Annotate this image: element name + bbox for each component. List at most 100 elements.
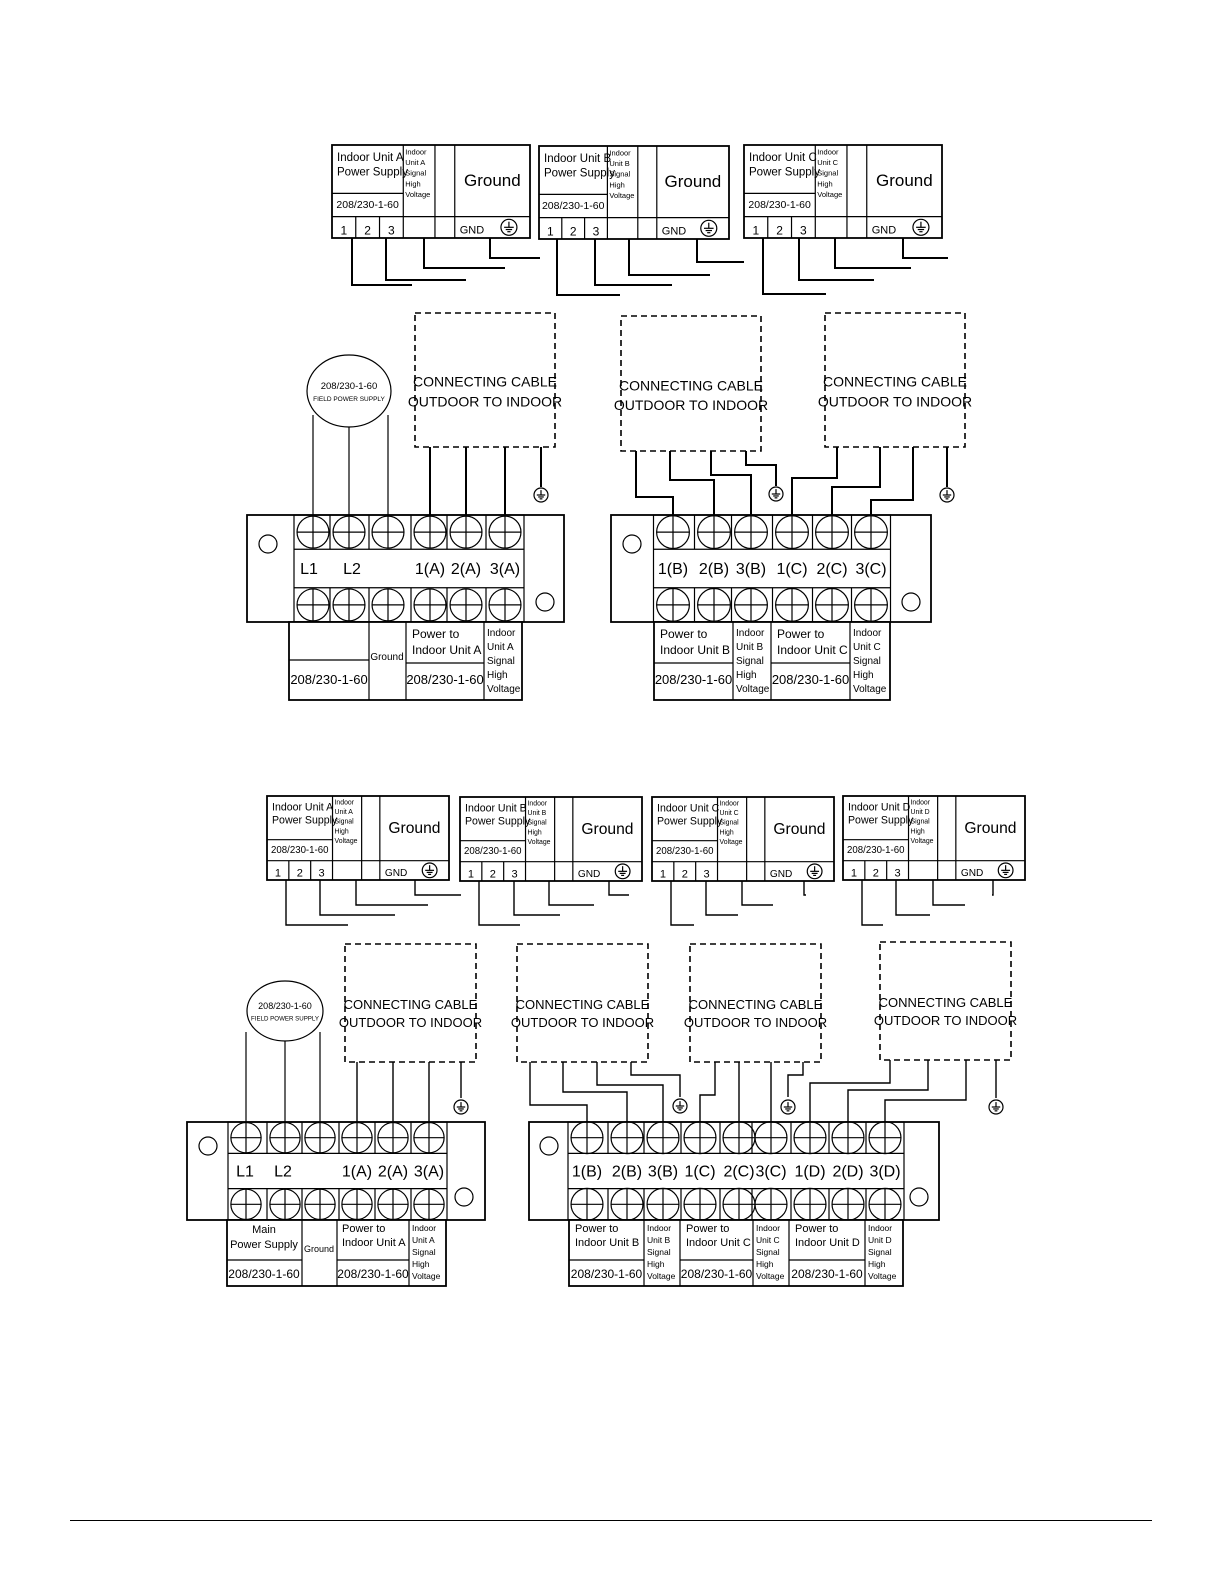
terminal-label: 3(B) — [736, 561, 766, 578]
signal-label: Voltage — [853, 684, 887, 695]
wire — [705, 881, 738, 916]
ground-icon — [939, 487, 955, 503]
mounting-hole-icon — [539, 1136, 559, 1156]
signal-label: High — [412, 1259, 430, 1269]
terminal-label: 3(C) — [855, 561, 886, 578]
wire — [870, 447, 914, 516]
terminal-label: 2(A) — [451, 561, 481, 578]
signal-label: Signal — [609, 170, 630, 179]
terminal-screw-icon — [775, 587, 809, 622]
terminal-screw-icon — [341, 1188, 373, 1221]
signal-label: Unit B — [528, 810, 547, 817]
signal-label: Signal — [487, 656, 515, 667]
wire — [741, 881, 773, 906]
wire — [699, 1062, 716, 1122]
ground-icon-ring — [700, 219, 718, 237]
wire — [669, 451, 715, 516]
terminal-screw-icon — [793, 1187, 827, 1221]
ground-icon — [421, 862, 438, 879]
wire — [710, 451, 752, 516]
signal-label: Signal — [405, 169, 426, 178]
signal-label: High — [853, 670, 874, 681]
signal-label: Voltage — [609, 191, 634, 200]
gnd-label: GND — [770, 869, 792, 880]
terminal-label: 3(A) — [490, 561, 520, 578]
connecting-cable-outline — [516, 943, 649, 1063]
connecting-cable-label: CONNECTING CABLE — [689, 997, 823, 1012]
ground-label: Ground — [464, 171, 521, 190]
signal-label: Indoor — [647, 1223, 671, 1233]
connecting-cable-outline — [879, 941, 1012, 1061]
signal-label: High — [736, 670, 757, 681]
power-supply-label: Indoor Unit C — [749, 152, 817, 164]
wire — [861, 880, 883, 926]
wire — [489, 238, 540, 259]
wire — [809, 1060, 891, 1122]
signal-label: Unit B — [647, 1235, 670, 1245]
terminal-screw-icon — [831, 1187, 865, 1221]
field-power-supply-oval — [246, 980, 324, 1042]
signal-label: Unit A — [412, 1235, 435, 1245]
rating-label: 208/230-1-60 — [681, 1267, 753, 1281]
wire — [803, 881, 806, 896]
terminal-screw-icon — [296, 588, 330, 622]
power-label: Power to — [342, 1223, 385, 1235]
terminal-number: 1 — [275, 868, 281, 880]
mounting-hole-icon — [901, 592, 921, 612]
ground-icon-ring — [500, 218, 518, 236]
rating-label: 208/230-1-60 — [772, 672, 849, 687]
signal-label: Indoor — [412, 1223, 436, 1233]
signal-label: Unit C — [853, 642, 881, 653]
terminal-number: 3 — [388, 223, 395, 237]
rating-label: 208/230-1-60 — [542, 200, 605, 212]
legend-frame — [568, 1219, 904, 1287]
terminal-screw-icon — [610, 1187, 644, 1221]
power-label: Indoor Unit C — [777, 643, 848, 657]
signal-label: Unit D — [911, 809, 930, 816]
terminal-screw-icon — [722, 1121, 756, 1155]
terminal-screw-icon — [570, 1121, 604, 1155]
terminal-screw-icon — [413, 588, 447, 622]
connecting-cable-box: CONNECTING CABLE OUTDOOR TO INDOOR — [818, 312, 972, 448]
signal-label: Voltage — [647, 1271, 676, 1281]
terminal-label: L1 — [236, 1164, 254, 1181]
field-supply-rating: 208/230-1-60 — [258, 1001, 312, 1011]
signal-label: Indoor — [868, 1223, 892, 1233]
ground-icon — [614, 863, 631, 880]
signal-label: Voltage — [412, 1271, 441, 1281]
terminal-number: 3 — [319, 868, 325, 880]
power-label: Indoor Unit B — [575, 1237, 639, 1249]
wire — [529, 1062, 588, 1122]
power-label: Power to — [795, 1223, 838, 1235]
connecting-cable-outline — [620, 315, 762, 452]
terminal-screw-icon — [570, 1187, 604, 1221]
connecting-cable-label: OUTDOOR TO INDOOR — [818, 393, 972, 409]
power-label: Indoor Unit D — [795, 1237, 860, 1249]
wire — [423, 238, 505, 269]
power-label: Power to — [660, 627, 708, 641]
wire — [351, 238, 412, 286]
terminal-screw-icon — [646, 1121, 680, 1155]
terminal-screw-icon — [697, 515, 731, 550]
mounting-hole-icon — [909, 1187, 929, 1207]
rating-label: 208/230-1-60 — [271, 845, 328, 856]
terminal-label: 1(A) — [415, 561, 445, 578]
signal-label: High — [609, 180, 624, 189]
signal-label: Voltage — [756, 1271, 785, 1281]
power-supply-label: Indoor Unit C — [657, 802, 720, 814]
terminal-screw-icon — [754, 1187, 788, 1221]
wire — [992, 880, 994, 896]
terminal-screw-icon — [371, 515, 405, 549]
wire — [798, 238, 874, 281]
ground-icon — [768, 486, 784, 502]
connecting-cable-label: CONNECTING CABLE — [823, 374, 967, 390]
ground-icon — [500, 218, 518, 236]
terminal-number: 2 — [570, 224, 577, 238]
terminal-screw-icon — [269, 1188, 301, 1221]
wire — [834, 238, 911, 269]
